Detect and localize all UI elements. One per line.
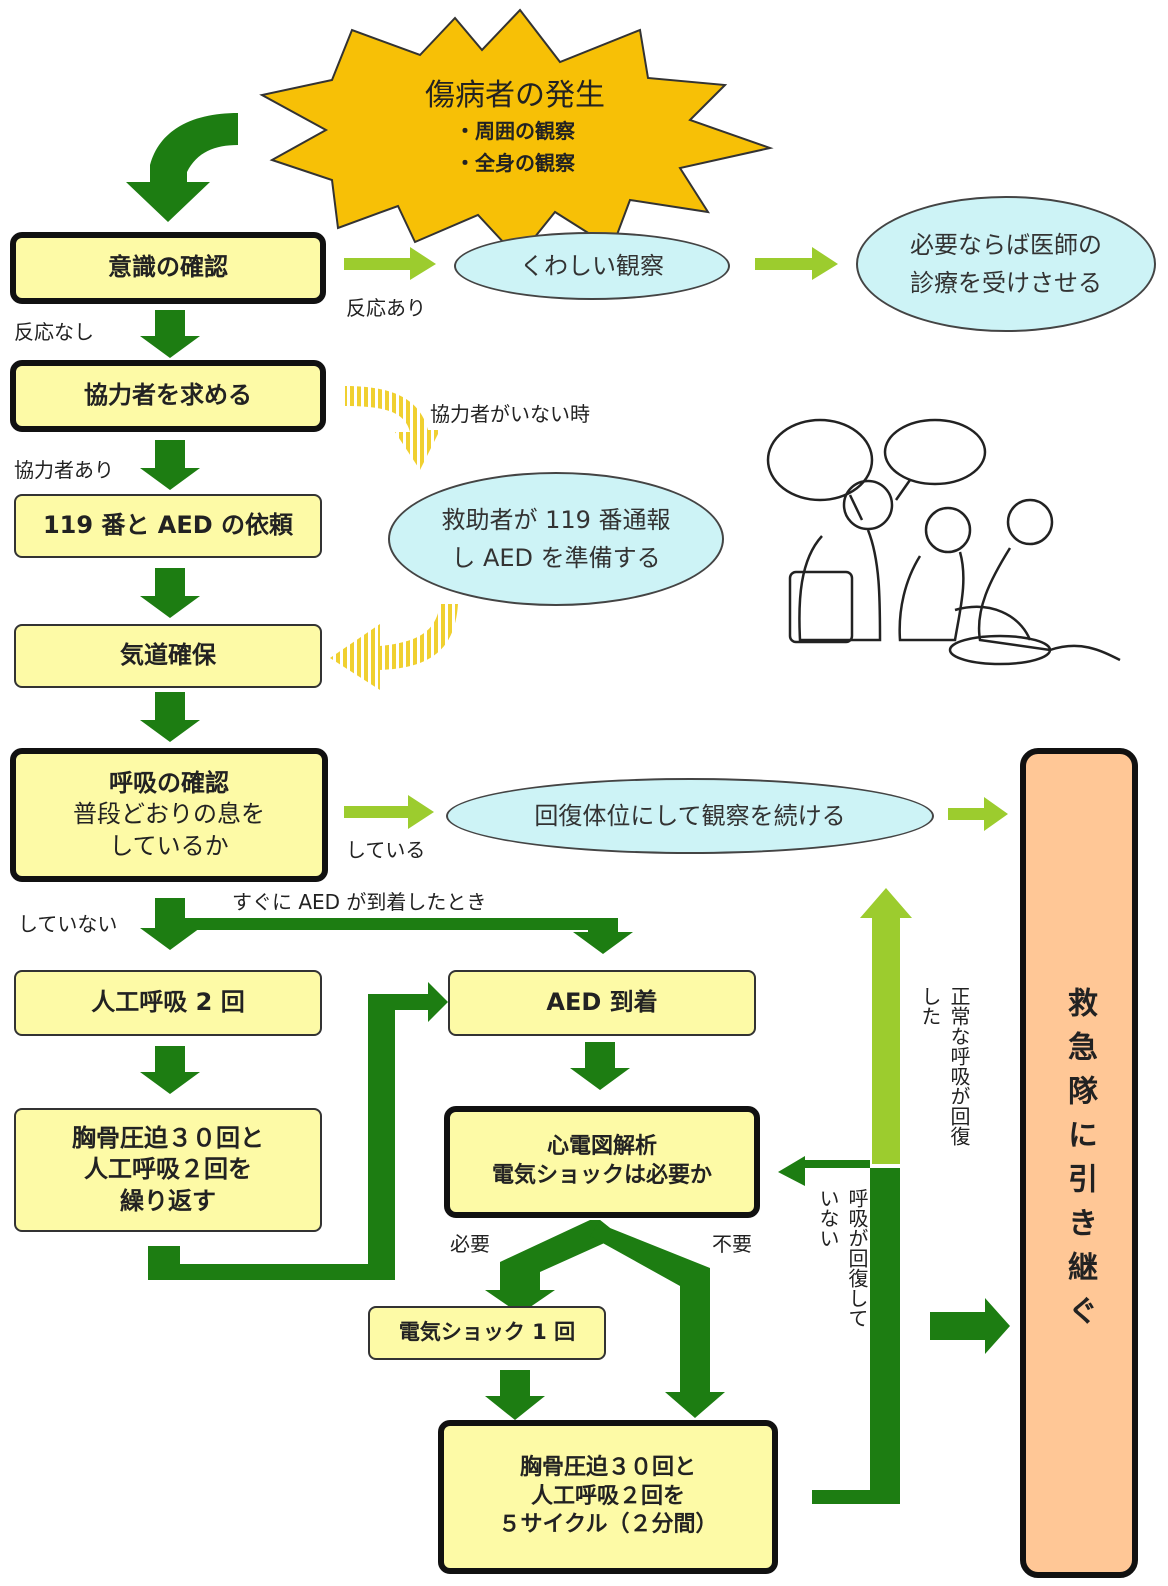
aed-arrival-label: AED 到着: [546, 988, 658, 1017]
return-to-airway-arrow: [330, 604, 458, 690]
call-for-help-box: 協力者を求める: [10, 360, 326, 432]
airway-label: 気道確保: [120, 641, 216, 670]
breathing-no-label: していない: [18, 912, 118, 936]
cpr-cycle-line: ５サイクル（２分間）: [498, 1512, 718, 1538]
start-arrow: [126, 113, 238, 222]
helper-yes-label: 協力者あり: [14, 458, 114, 482]
rescue-breaths-label: 人工呼吸 2 回: [91, 988, 245, 1017]
breathing-yes-label: している: [346, 838, 426, 862]
detailed-observation-ellipse: くわしい観察: [454, 232, 730, 300]
breathing-check-title: 呼吸の確認: [109, 769, 229, 798]
rescuer-calls-line: し AED を準備する: [451, 544, 661, 572]
rescuer-calls-line: 救助者が 119 番通報: [441, 505, 671, 534]
handover-box: 救急隊に引き継ぐ: [1020, 748, 1138, 1578]
handover-label: 救急隊に引き継ぐ: [1062, 987, 1097, 1339]
consciousness-check-label: 意識の確認: [108, 253, 228, 282]
see-doctor-line: 必要ならば医師の: [910, 230, 1102, 259]
aed-soon-label: すぐに AED が到着したとき: [232, 890, 487, 914]
cpr-cycle-line: 胸骨圧迫３０回と: [519, 1455, 696, 1481]
consciousness-check-box: 意識の確認: [10, 232, 326, 304]
shock-box: 電気ショック 1 回: [368, 1306, 606, 1360]
see-doctor-ellipse: 必要ならば医師の 診療を受けさせる: [856, 196, 1156, 332]
cpr-repeat-line: 胸骨圧迫３０回と: [72, 1124, 264, 1153]
breathing-check-line: 普段どおりの息を: [73, 800, 265, 829]
see-doctor-line: 診療を受けさせる: [910, 269, 1102, 297]
main-flow-arrows: [140, 310, 1010, 1504]
rescue-breaths-box: 人工呼吸 2 回: [14, 970, 322, 1036]
response-yes-label: 反応あり: [346, 296, 426, 320]
cpr-cycle-box: 胸骨圧迫３０回と 人工呼吸２回を ５サイクル（２分間）: [438, 1420, 778, 1574]
no-helper-arrow: [345, 386, 440, 470]
no-helper-label: 協力者がいない時: [430, 402, 590, 426]
incident-burst-shape: [259, 8, 774, 260]
shock-not-needed-label: 不要: [712, 1232, 752, 1256]
breathing-check-line: しているか: [109, 831, 229, 860]
shock-label: 電気ショック 1 回: [398, 1320, 576, 1345]
incident-item: ・周囲の観察: [455, 119, 575, 143]
ecg-analysis-title: 心電図解析: [546, 1134, 657, 1160]
cpr-cycle-line: 人工呼吸２回を: [530, 1483, 685, 1509]
side-flow-arrows: [344, 247, 1008, 1164]
call-119-aed-label: 119 番と AED の依頼: [42, 511, 294, 540]
ecg-analysis-box: 心電図解析 電気ショックは必要か: [444, 1106, 760, 1218]
recovery-position-label: 回復体位にして観察を続ける: [534, 801, 846, 830]
call-119-aed-box: 119 番と AED の依頼: [14, 494, 322, 558]
shock-needed-label: 必要: [450, 1232, 490, 1256]
cpr-repeat-line: 繰り返す: [120, 1186, 216, 1215]
incident-title: 傷病者の発生: [425, 78, 605, 113]
recovery-position-ellipse: 回復体位にして観察を続ける: [446, 778, 934, 854]
breathing-not-recovered-label: 呼吸が回復していない: [816, 1188, 869, 1328]
airway-box: 気道確保: [14, 624, 322, 688]
rescuer-calls-ellipse: 救助者が 119 番通報 し AED を準備する: [388, 472, 724, 606]
incident-item: ・全身の観察: [455, 151, 575, 175]
response-no-label: 反応なし: [14, 320, 94, 344]
call-for-help-label: 協力者を求める: [84, 381, 252, 410]
cpr-repeat-line: 人工呼吸２回を: [84, 1155, 252, 1184]
cpr-repeat-box: 胸骨圧迫３０回と 人工呼吸２回を 繰り返す: [14, 1108, 322, 1232]
incident-burst: 傷病者の発生 ・周囲の観察 ・全身の観察: [360, 76, 670, 179]
breathing-check-box: 呼吸の確認 普段どおりの息を しているか: [10, 748, 328, 882]
rescue-illustration: [766, 418, 1121, 666]
detailed-observation-label: くわしい観察: [520, 251, 664, 280]
normal-breathing-recovered-label: 正常な呼吸が回復した: [918, 986, 971, 1146]
ecg-analysis-question: 電気ショックは必要か: [491, 1163, 712, 1188]
aed-arrival-box: AED 到着: [448, 970, 756, 1036]
